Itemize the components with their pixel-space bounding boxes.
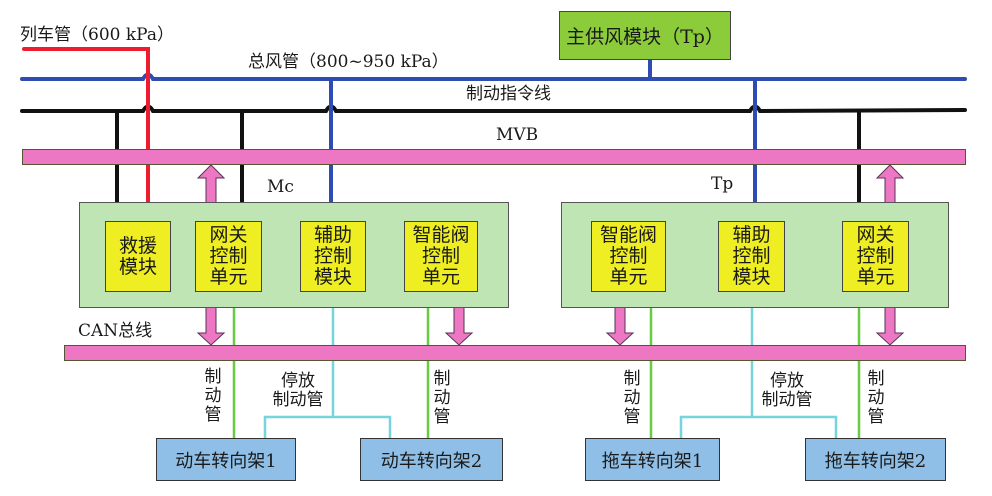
tp-bogie-2: 拖车转向架2 <box>805 438 946 481</box>
mc-bogie-1: 动车转向架1 <box>156 438 296 481</box>
can-bus-label: CAN总线 <box>78 321 153 341</box>
main-air-pipe-label: 总风管（800~950 kPa） <box>248 52 449 72</box>
tp-car-label: Tp <box>711 174 734 194</box>
tp-gateway-control-unit: 网关控制单元 <box>842 221 909 292</box>
main-air-pipe <box>20 72 967 81</box>
parking-pipe-tp <box>679 292 838 438</box>
parking-pipe-label-tp: 停放制动管 <box>761 371 813 410</box>
mc-gateway-control-unit: 网关控制单元 <box>195 221 262 292</box>
tp-smart-valve-control-unit: 智能阀控制单元 <box>591 221 666 292</box>
brake-pipe-label-tp-2: 制动管 <box>867 369 885 427</box>
brake-pipe-label-tp-1: 制动管 <box>623 369 641 427</box>
brake-pipe-label-mc-2: 制动管 <box>433 369 451 427</box>
brake-pipe-label-mc-1: 制动管 <box>204 367 222 425</box>
mc-car-label: Mc <box>267 177 294 197</box>
tp-bogie-1: 拖车转向架1 <box>585 438 720 481</box>
mc-bogie-2: 动车转向架2 <box>360 438 503 481</box>
can-bus <box>64 345 966 361</box>
parking-pipe-mc <box>263 292 392 438</box>
train-pipe <box>22 47 150 225</box>
brake-command-line-label: 制动指令线 <box>466 84 551 104</box>
main-supply-module: 主供风模块（Tp） <box>559 11 731 60</box>
parking-pipe-label-mc: 停放制动管 <box>272 371 324 410</box>
tp-auxiliary-control-module: 辅助控制模块 <box>718 221 785 292</box>
mc-smart-valve-control-unit: 智能阀控制单元 <box>404 221 478 292</box>
mvb-bus <box>22 149 966 165</box>
mc-rescue-module: 救援模块 <box>105 221 171 292</box>
mvb-label: MVB <box>496 125 539 145</box>
brake-command-line <box>20 104 967 114</box>
train-pipe-label: 列车管（600 kPa） <box>20 25 174 45</box>
mc-auxiliary-control-module: 辅助控制模块 <box>300 221 366 292</box>
